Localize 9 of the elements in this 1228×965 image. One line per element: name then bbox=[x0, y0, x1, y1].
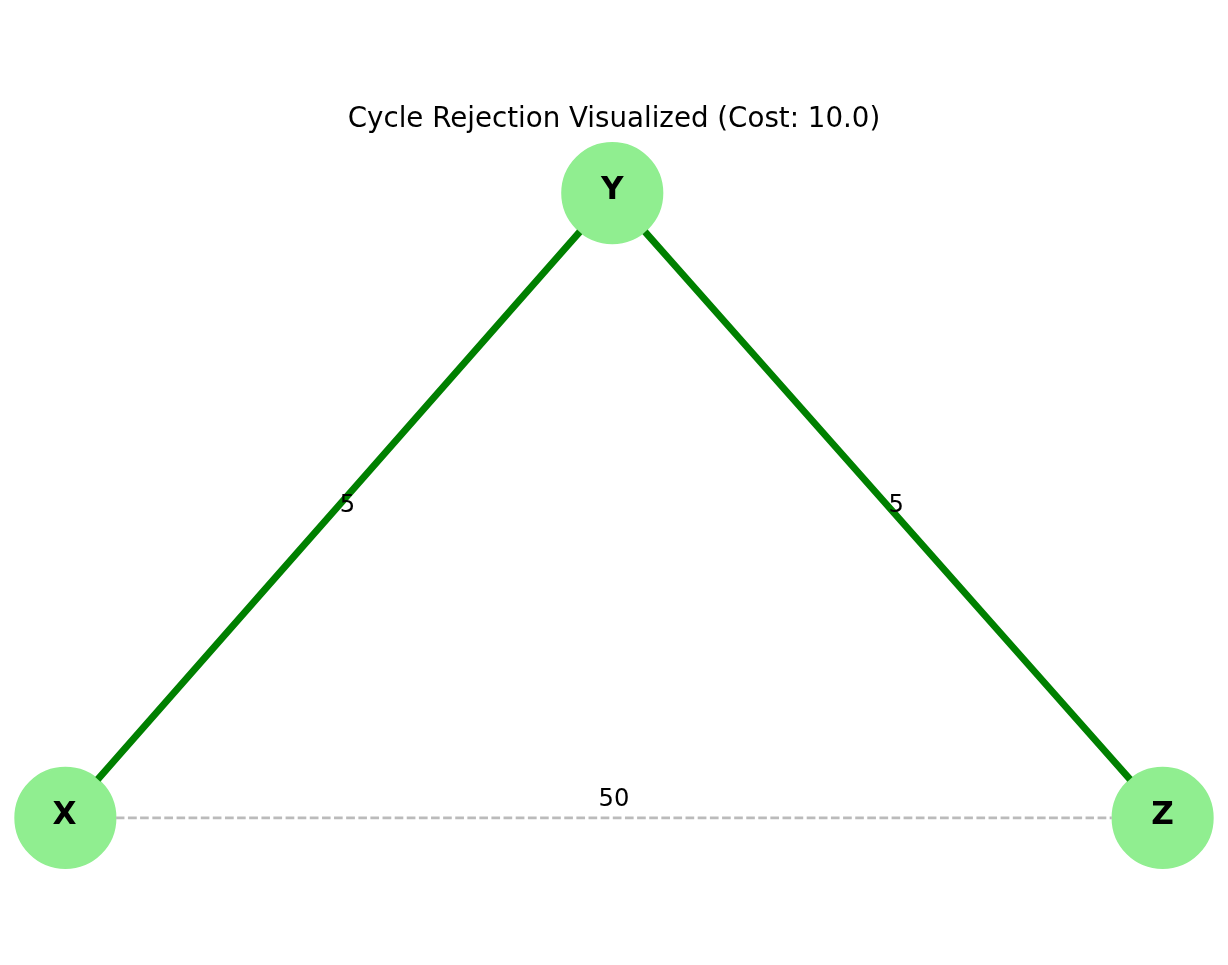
diagram-title: Cycle Rejection Visualized (Cost: 10.0) bbox=[347, 100, 881, 134]
connector bbox=[642, 229, 1133, 782]
node-circle: Y bbox=[561, 141, 664, 244]
connector bbox=[95, 229, 583, 782]
node-circle: X bbox=[14, 766, 117, 869]
edge-label: 5 bbox=[888, 489, 904, 518]
edge-label: 50 bbox=[598, 783, 630, 812]
node-circle: Z bbox=[1111, 766, 1214, 869]
connector bbox=[116, 816, 1112, 819]
